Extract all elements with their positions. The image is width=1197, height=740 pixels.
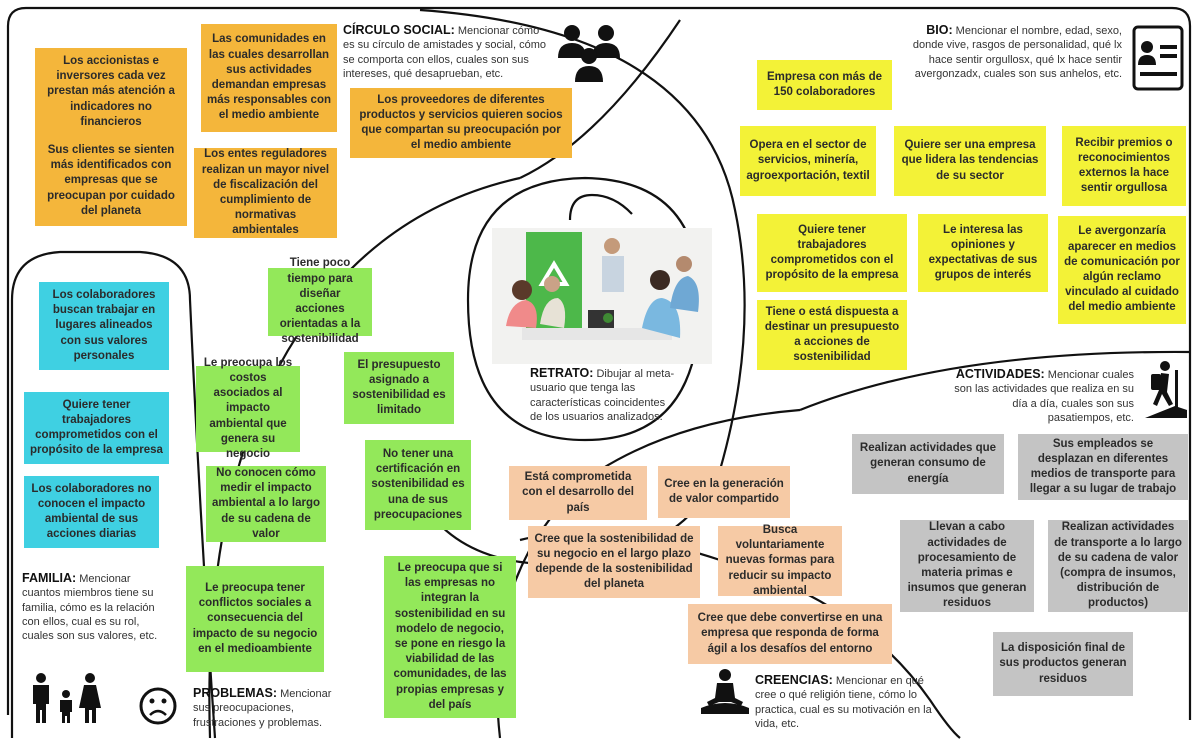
sticky-note: Está comprometida con el desarrollo del … bbox=[509, 466, 647, 520]
group-icon bbox=[558, 25, 620, 82]
sticky-note: Sus empleados se desplazan en diferentes… bbox=[1018, 434, 1188, 500]
sticky-note: Sus clientes se sienten más identificado… bbox=[35, 136, 187, 226]
portrait-photo bbox=[492, 228, 712, 364]
sticky-note: Recibir premios o reconocimientos extern… bbox=[1062, 126, 1186, 206]
sticky-note: Tiene o está dispuesta a destinar un pre… bbox=[757, 300, 907, 370]
sticky-note: Tiene poco tiempo para diseñar acciones … bbox=[268, 257, 372, 345]
sticky-note: Realizan actividades de transporte a lo … bbox=[1048, 520, 1188, 612]
sticky-note: Cree que debe convertirse en una empresa… bbox=[688, 604, 892, 664]
section-title: CÍRCULO SOCIAL: bbox=[343, 23, 455, 37]
id-card-icon bbox=[1132, 25, 1184, 91]
section-text: Mencionar cómo es su círculo de amistade… bbox=[343, 25, 546, 80]
sticky-note: Le avergonzaría aparecer en medios de co… bbox=[1058, 216, 1186, 324]
section-title: CREENCIAS: bbox=[755, 673, 833, 687]
section-actividades: ACTIVIDADES: Mencionar cuales son las ac… bbox=[944, 366, 1134, 425]
sticky-note: Cree que la sostenibilidad de su negocio… bbox=[528, 526, 700, 598]
section-retrato: RETRATO: Dibujar al meta-usuario que ten… bbox=[530, 365, 680, 424]
section-text: Mencionar el nombre, edad, sexo, donde v… bbox=[912, 25, 1122, 80]
sticky-note: Los colaboradores buscan trabajar en lug… bbox=[39, 282, 169, 370]
sticky-note: Los colaboradores no conocen el impacto … bbox=[24, 476, 159, 548]
section-problemas: PROBLEMAS: Mencionar sus preocupaciones,… bbox=[193, 685, 333, 730]
section-title: BIO: bbox=[926, 23, 953, 37]
section-text: Mencionar sus preocupaciones, frustracio… bbox=[193, 688, 332, 729]
section-bio: BIO: Mencionar el nombre, edad, sexo, do… bbox=[900, 22, 1122, 81]
sticky-note: Llevan a cabo actividades de procesamien… bbox=[900, 520, 1034, 612]
sticky-note: Los proveedores de diferentes productos … bbox=[350, 88, 572, 158]
sticky-note: Las comunidades en las cuales desarrolla… bbox=[201, 24, 337, 132]
sticky-note: Cree en la generación de valor compartid… bbox=[658, 466, 790, 518]
section-text: Mencionar cuantos miembros tiene su fami… bbox=[22, 573, 158, 643]
outer-border-path bbox=[6, 6, 1192, 720]
sticky-note: Le preocupa los costos asociados al impa… bbox=[196, 357, 300, 460]
section-circulo-social: CÍRCULO SOCIAL: Mencionar cómo es su cír… bbox=[343, 22, 553, 81]
sticky-note: Le preocupa que si las empresas no integ… bbox=[384, 556, 516, 718]
sticky-note: Le preocupa tener conflictos sociales a … bbox=[186, 566, 324, 672]
sticky-note: Quiere tener trabajadores comprometidos … bbox=[757, 214, 907, 292]
sticky-note: No tener una certificación en sostenibil… bbox=[365, 440, 471, 530]
section-creencias: CREENCIAS: Mencionar en qué cree o qué r… bbox=[755, 672, 940, 731]
sticky-note: Busca voluntariamente nuevas formas para… bbox=[718, 524, 842, 597]
sticky-note: No conocen cómo medir el impacto ambient… bbox=[206, 466, 326, 542]
sad-face-icon bbox=[139, 687, 177, 725]
sticky-note: Empresa con más de 150 colaboradores bbox=[757, 60, 892, 110]
family-icon bbox=[33, 673, 101, 723]
section-title: PROBLEMAS: bbox=[193, 686, 278, 700]
section-title: FAMILIA: bbox=[22, 571, 77, 585]
portrait-loop bbox=[568, 193, 633, 221]
bio-region-curve bbox=[519, 19, 681, 179]
section-title: RETRATO: bbox=[530, 366, 594, 380]
sticky-note: La disposición final de sus productos ge… bbox=[993, 632, 1133, 696]
sticky-note: Los accionistas e inversores cada vez pr… bbox=[35, 48, 187, 136]
section-text: Mencionar en qué cree o qué religión tie… bbox=[755, 675, 932, 730]
sticky-note: Quiere ser una empresa que lidera las te… bbox=[894, 126, 1046, 196]
sticky-note: Los entes reguladores realizan un mayor … bbox=[194, 148, 337, 238]
hiker-icon bbox=[1145, 361, 1187, 418]
activities-region-curve bbox=[799, 350, 1191, 412]
sticky-note: Quiere tener trabajadores comprometidos … bbox=[24, 392, 169, 464]
meditation-icon bbox=[701, 669, 749, 714]
section-familia: FAMILIA: Mencionar cuantos miembros tien… bbox=[22, 570, 162, 643]
sticky-note: El presupuesto asignado a sostenibilidad… bbox=[344, 352, 454, 424]
sticky-note: Le interesa las opiniones y expectativas… bbox=[918, 214, 1048, 292]
section-title: ACTIVIDADES: bbox=[955, 367, 1045, 381]
section-text: Mencionar cuales son las actividades que… bbox=[954, 369, 1134, 424]
sticky-note: Opera en el sector de servicios, minería… bbox=[740, 126, 876, 196]
sticky-note: Realizan actividades que generan consumo… bbox=[852, 434, 1004, 494]
section-text: Dibujar al meta-usuario que tenga las ca… bbox=[530, 368, 675, 423]
